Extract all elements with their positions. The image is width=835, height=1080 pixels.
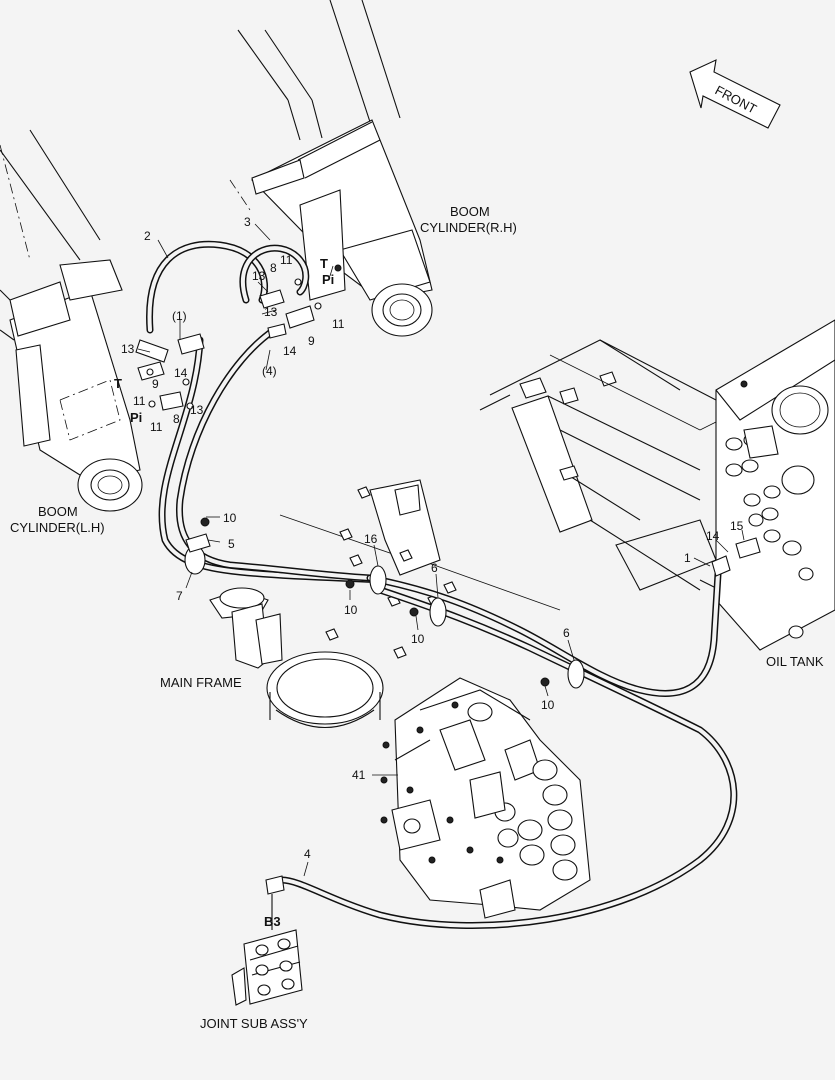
oring-11-r2 bbox=[314, 302, 322, 310]
callout-10-c: 10 bbox=[411, 632, 425, 646]
oring-11-l bbox=[146, 368, 154, 376]
bolt-10-c bbox=[409, 607, 419, 617]
label-boom-rh-2: CYLINDER(R.H) bbox=[420, 220, 517, 235]
tee-fitting-left bbox=[135, 339, 169, 363]
port-labels: T Pi T Pi B3 bbox=[114, 256, 334, 929]
fitting-1-tank bbox=[711, 555, 731, 577]
port-t-left: T bbox=[114, 376, 122, 391]
callout-9-l: 9 bbox=[152, 377, 159, 391]
callout-13-r2: 13 bbox=[264, 305, 278, 319]
fitting-1-left bbox=[177, 333, 205, 355]
clamps bbox=[184, 517, 585, 689]
oil-tank bbox=[715, 319, 835, 651]
callout-14-tank: 14 bbox=[706, 529, 720, 543]
callout-6-b: 6 bbox=[563, 626, 570, 640]
callout-11-r2: 11 bbox=[332, 317, 345, 331]
spool-caps bbox=[494, 759, 578, 881]
callout-8-l: 8 bbox=[173, 412, 180, 426]
label-joint-sub: JOINT SUB ASS'Y bbox=[200, 1016, 308, 1031]
label-oil-tank: OIL TANK bbox=[766, 654, 824, 669]
callout-8-r: 8 bbox=[270, 261, 277, 275]
port-pi-left: Pi bbox=[130, 410, 142, 425]
boom-cylinder-lh bbox=[0, 129, 143, 512]
callout-11-r1: 11 bbox=[280, 253, 293, 267]
callout-10-b: 10 bbox=[344, 603, 358, 617]
main-frame bbox=[209, 339, 835, 728]
bolt-10-b bbox=[345, 579, 355, 589]
oring-11-r bbox=[294, 278, 302, 286]
main-control-valve bbox=[380, 677, 591, 919]
callout-9-r: 9 bbox=[308, 334, 315, 348]
callout-3: 3 bbox=[244, 215, 251, 229]
fitting-14-right bbox=[267, 323, 287, 339]
port-pi-right: Pi bbox=[322, 272, 334, 287]
callout-14-l: 14 bbox=[174, 366, 188, 380]
fitting-8-left bbox=[159, 391, 184, 411]
valve-bolts bbox=[380, 701, 504, 864]
label-main-frame: MAIN FRAME bbox=[160, 675, 242, 690]
fitting-9-right bbox=[285, 305, 315, 329]
oring-13-l bbox=[186, 402, 194, 410]
callout-41: 41 bbox=[352, 768, 366, 782]
label-boom-lh-2: CYLINDER(L.H) bbox=[10, 520, 105, 535]
clamp-6b bbox=[567, 659, 585, 689]
hose-4-left bbox=[175, 326, 374, 582]
callout-1: 1 bbox=[684, 551, 691, 565]
port-t-right: T bbox=[320, 256, 328, 271]
leader-lines bbox=[137, 223, 745, 877]
callout-10-a: 10 bbox=[223, 511, 237, 525]
clamp-6a bbox=[429, 597, 447, 627]
label-boom-rh-1: BOOM bbox=[450, 204, 490, 219]
front-arrow: FRONT bbox=[689, 59, 781, 129]
boom-cylinder-rh bbox=[229, 0, 433, 337]
oring-14 bbox=[182, 378, 190, 386]
callout-16: 16 bbox=[364, 532, 378, 546]
label-boom-lh-1: BOOM bbox=[38, 504, 78, 519]
clamp-16 bbox=[369, 565, 387, 595]
fittings bbox=[135, 278, 761, 577]
port-b3: B3 bbox=[264, 914, 281, 929]
callout-15: 15 bbox=[730, 519, 744, 533]
callout-13-r1: 13 bbox=[252, 269, 266, 283]
joint-sub-assy bbox=[231, 875, 303, 1006]
callout-10-d: 10 bbox=[541, 698, 555, 712]
bolt-10-a bbox=[200, 517, 210, 527]
callout-4: 4 bbox=[304, 847, 311, 861]
callout-6-a: 6 bbox=[431, 561, 438, 575]
component-labels: BOOM CYLINDER(R.H) BOOM CYLINDER(L.H) MA… bbox=[10, 204, 824, 1031]
hose-3 bbox=[239, 244, 310, 304]
callout-4-paren: (4) bbox=[262, 364, 277, 378]
callout-2: 2 bbox=[144, 229, 151, 243]
callout-numbers: 2 3 13 8 11 13 11 14 9 (1) (4) 13 14 9 1… bbox=[121, 215, 744, 861]
callout-11-l2: 11 bbox=[150, 420, 163, 434]
oring-11 bbox=[148, 400, 156, 408]
bolt-10-d bbox=[540, 677, 550, 687]
callout-11-l1: 11 bbox=[133, 394, 146, 408]
callout-7: 7 bbox=[176, 589, 183, 603]
callout-13-l2: 13 bbox=[190, 403, 204, 417]
fitting-15-tank bbox=[735, 537, 761, 559]
fitting-8-right bbox=[259, 289, 285, 309]
hose-2 bbox=[146, 240, 269, 334]
callout-5: 5 bbox=[228, 537, 235, 551]
tank-ports bbox=[725, 425, 815, 639]
plate-5 bbox=[185, 533, 211, 553]
hoses bbox=[146, 240, 738, 929]
callout-1-paren: (1) bbox=[172, 309, 187, 323]
callout-14-r: 14 bbox=[283, 344, 297, 358]
callout-13-l1: 13 bbox=[121, 342, 135, 356]
